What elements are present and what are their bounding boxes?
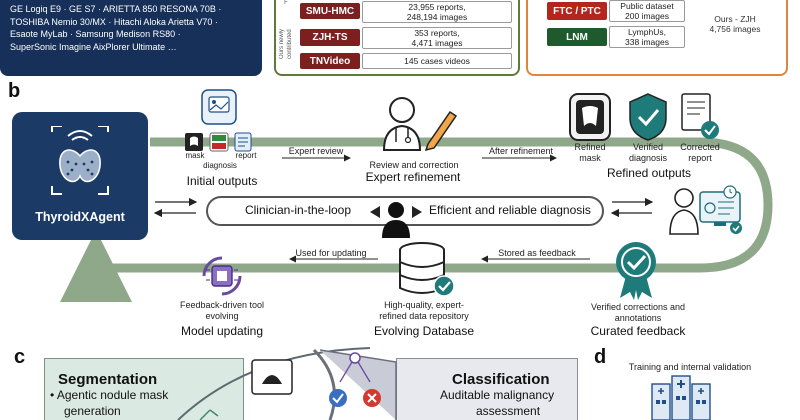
doctor-pen-icon <box>382 97 458 152</box>
expert-review-label: Expert review <box>288 146 344 156</box>
dataset-desc-line: 353 reports, <box>414 28 460 38</box>
refined-mask-icon <box>569 93 611 141</box>
vertical-label-top: F <box>284 0 288 6</box>
model-updating-title: Model updating <box>180 324 264 338</box>
device-list-box: GE Logiq E9 · GE S7 · ARIETTA 850 RESONA… <box>0 0 262 76</box>
caption-line: Verified corrections and <box>590 302 686 312</box>
classification-bullet-1: Auditable malignancy <box>440 388 555 402</box>
segmentation-bullet-2: generation <box>64 404 121 418</box>
caption-line: evolving <box>205 311 239 321</box>
outputs-window-icon <box>201 89 237 125</box>
dataset-desc-line: 145 cases videos <box>404 56 470 66</box>
evolving-db-caption: High-quality, expert- refined data repos… <box>358 300 490 322</box>
refined-label-line: Refined <box>574 142 606 152</box>
panel-letter-c: c <box>14 346 26 368</box>
dataset-desc-ftc-ptc: Public dataset 200 images <box>609 0 685 22</box>
expert-refinement-title: Expert refinement <box>365 170 461 184</box>
dataset-desc-line: 23,955 reports, <box>408 2 466 12</box>
curated-badge-icon <box>616 242 656 300</box>
after-refinement-label: After refinement <box>488 146 554 156</box>
loop-left-label: Clinician-in-the-loop <box>244 203 352 217</box>
verified-diagnosis-label: Verified diagnosis <box>622 142 674 164</box>
evolving-db-title: Evolving Database <box>373 324 475 338</box>
dataset-name-ftc-ptc: FTC / PTC <box>547 2 607 20</box>
check-node-icon <box>329 389 347 407</box>
initial-output-icons <box>185 132 252 152</box>
caption-line: annotations <box>614 313 662 323</box>
dataset-desc-line: Public dataset <box>620 1 674 11</box>
dataset-desc-tnvideo: 145 cases videos <box>362 53 512 69</box>
loop-right-label: Efficient and reliable diagnosis <box>429 203 591 217</box>
initial-output-diagnosis-label: diagnosis <box>203 161 237 170</box>
stored-as-feedback-label: Stored as feedback <box>498 248 576 258</box>
used-for-updating-label: Used for updating <box>295 248 367 258</box>
ours-zjh-label: Ours - ZJH 4,756 images <box>692 14 778 34</box>
refined-outputs-title: Refined outputs <box>606 166 692 180</box>
initial-output-mask-label: mask <box>185 151 205 160</box>
panel-letter-d: d <box>594 346 607 368</box>
device-line: GE Logiq E9 · GE S7 · ARIETTA 850 RESONA… <box>10 4 222 14</box>
refined-label-line: Verified <box>632 142 664 152</box>
corrected-report-label: Corrected report <box>674 142 726 164</box>
initial-output-report-label: report <box>235 151 257 160</box>
hospital-buildings-icon <box>651 375 711 420</box>
initial-outputs-title: Initial outputs <box>186 174 258 188</box>
database-icon <box>399 242 455 297</box>
thyroid-icon <box>51 126 109 195</box>
model-updating-caption: Feedback-driven tool evolving <box>170 300 274 322</box>
panel-c-graphic <box>177 347 397 420</box>
curated-feedback-caption: Verified corrections and annotations <box>578 302 698 324</box>
verified-shield-icon <box>629 93 667 141</box>
refined-label-line: diagnosis <box>628 153 668 163</box>
thyroid-agent-box: ThyroidXAgent <box>12 112 148 240</box>
model-chip-icon <box>202 256 242 296</box>
dataset-desc-line: 248,194 images <box>406 12 468 22</box>
classification-bullet-2: assessment <box>476 404 541 418</box>
dataset-desc-smu-hmc: 23,955 reports, 248,194 images <box>362 1 512 23</box>
dataset-name-smu-hmc: SMU-HMC <box>300 3 360 19</box>
segmentation-bullet-1: • Agentic nodule mask <box>50 388 169 402</box>
device-line: Esaote MyLab · Samsung Medison RS80 · <box>10 29 181 39</box>
dataset-desc-line: 338 images <box>625 37 669 47</box>
tree-node-icon <box>349 352 361 364</box>
refined-mask-label: Refined mask <box>566 142 614 164</box>
caption-line: Feedback-driven tool <box>179 300 265 310</box>
ours-zjh-line: Ours - ZJH <box>714 14 756 24</box>
dataset-desc-lnm: LymphUs, 338 images <box>609 26 685 48</box>
caption-line: High-quality, expert- <box>384 300 464 310</box>
clinician-screen-icon <box>669 185 742 235</box>
refined-label-line: Corrected <box>680 142 720 152</box>
classification-title: Classification <box>452 371 550 388</box>
loop-track-path <box>60 137 773 302</box>
refined-label-line: mask <box>579 153 601 163</box>
corrected-report-icon <box>681 93 719 139</box>
refined-label-line: report <box>688 153 712 163</box>
dataset-name-zjh-ts: ZJH-TS <box>300 29 360 46</box>
expert-refinement-caption: Review and correction <box>369 160 459 170</box>
caption-line: refined data repository <box>379 311 469 321</box>
dataset-desc-line: 200 images <box>625 11 669 21</box>
device-line: TOSHIBA Nemio 30/MX · Hitachi Aloka Arie… <box>10 16 218 27</box>
dataset-name-tnvideo: TNVideo <box>300 53 360 69</box>
panel-letter-b: b <box>8 80 21 102</box>
curated-feedback-title: Curated feedback <box>590 324 686 338</box>
segmentation-title: Segmentation <box>58 371 158 388</box>
panel-d-caption: Training and internal validation <box>628 362 752 372</box>
agent-name: ThyroidXAgent <box>35 210 125 224</box>
dataset-desc-line: 4,471 images <box>411 38 463 48</box>
ours-zjh-line: 4,756 images <box>709 24 761 34</box>
dataset-name-lnm: LNM <box>547 28 607 46</box>
dataset-desc-line: LymphUs, <box>628 27 666 37</box>
device-line: SuperSonic Imagine AixPlorer Ultimate … <box>10 41 177 52</box>
clinician-silhouette-icon <box>370 202 422 238</box>
dataset-desc-zjh-ts: 353 reports, 4,471 images <box>362 27 512 49</box>
